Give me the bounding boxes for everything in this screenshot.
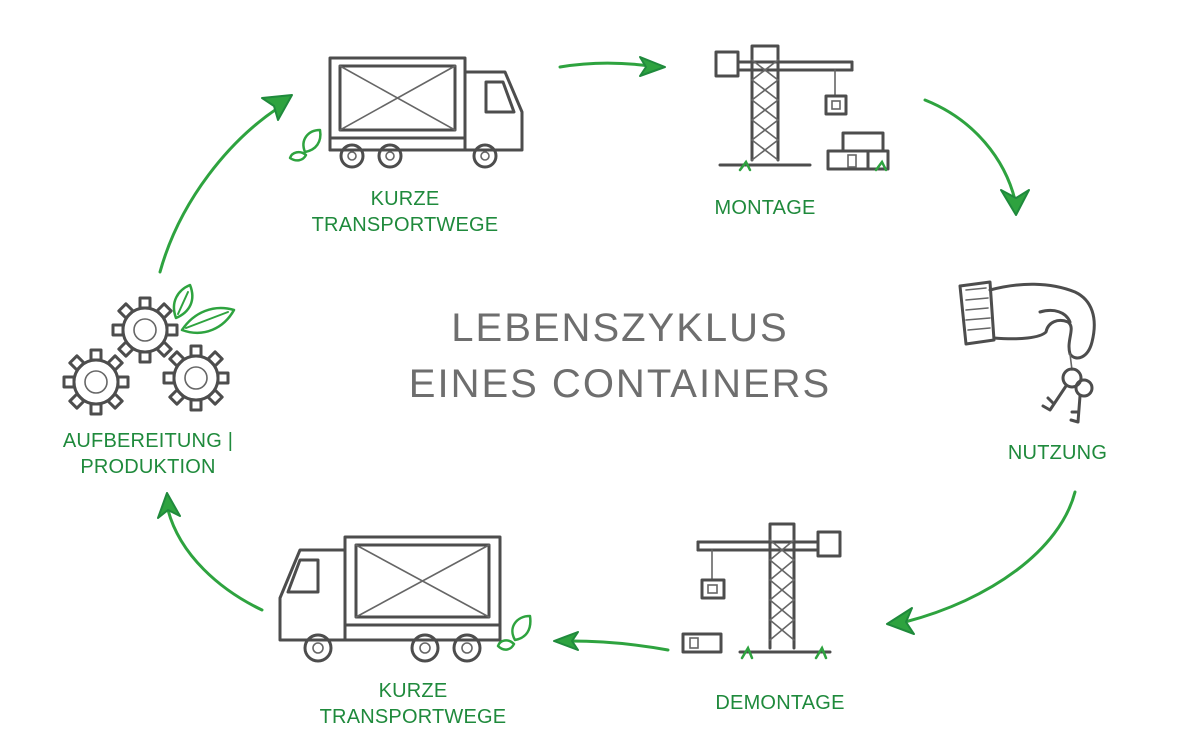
arrow-transport-to-aufbereitung [158, 493, 262, 610]
crane-icon [683, 524, 840, 658]
arrow-nutzung-to-demontage [887, 492, 1075, 634]
stage-label-line: TRANSPORTWEGE [308, 704, 518, 730]
arrow-aufbereitung-to-transport [160, 95, 292, 272]
stage-label-line: NUTZUNG [990, 440, 1125, 466]
truck-icon [280, 537, 500, 661]
stage-label-line: PRODUKTION [48, 454, 248, 480]
stage-label-line: AUFBEREITUNG | [48, 428, 248, 454]
stage-label-line: MONTAGE [700, 195, 830, 221]
arrow-demontage-to-transport [554, 632, 668, 650]
crane-icon [716, 46, 888, 170]
title-line-2: EINES CONTAINERS [330, 356, 910, 412]
truck-icon [330, 58, 522, 167]
hand-keys-icon [960, 282, 1094, 422]
stage-label-line: KURZE [300, 186, 510, 212]
stage-label-transport-top: KURZE TRANSPORTWEGE [300, 186, 510, 238]
stage-label-nutzung: NUTZUNG [990, 440, 1125, 466]
leaf-icon [290, 130, 320, 160]
arrow-montage-to-nutzung [925, 100, 1029, 215]
stage-label-demontage: DEMONTAGE [695, 690, 865, 716]
diagram-title: LEBENSZYKLUS EINES CONTAINERS [330, 300, 910, 412]
stage-label-montage: MONTAGE [700, 195, 830, 221]
stage-label-line: KURZE [308, 678, 518, 704]
stage-label-aufbereitung: AUFBEREITUNG | PRODUKTION [48, 428, 248, 480]
stage-label-line: TRANSPORTWEGE [300, 212, 510, 238]
stage-label-line: DEMONTAGE [695, 690, 865, 716]
leaf-icon [498, 616, 530, 650]
stage-label-transport-bottom: KURZE TRANSPORTWEGE [308, 678, 518, 730]
arrow-transport-to-montage [560, 57, 665, 76]
leaf-icon [174, 285, 234, 333]
title-line-1: LEBENSZYKLUS [330, 300, 910, 356]
